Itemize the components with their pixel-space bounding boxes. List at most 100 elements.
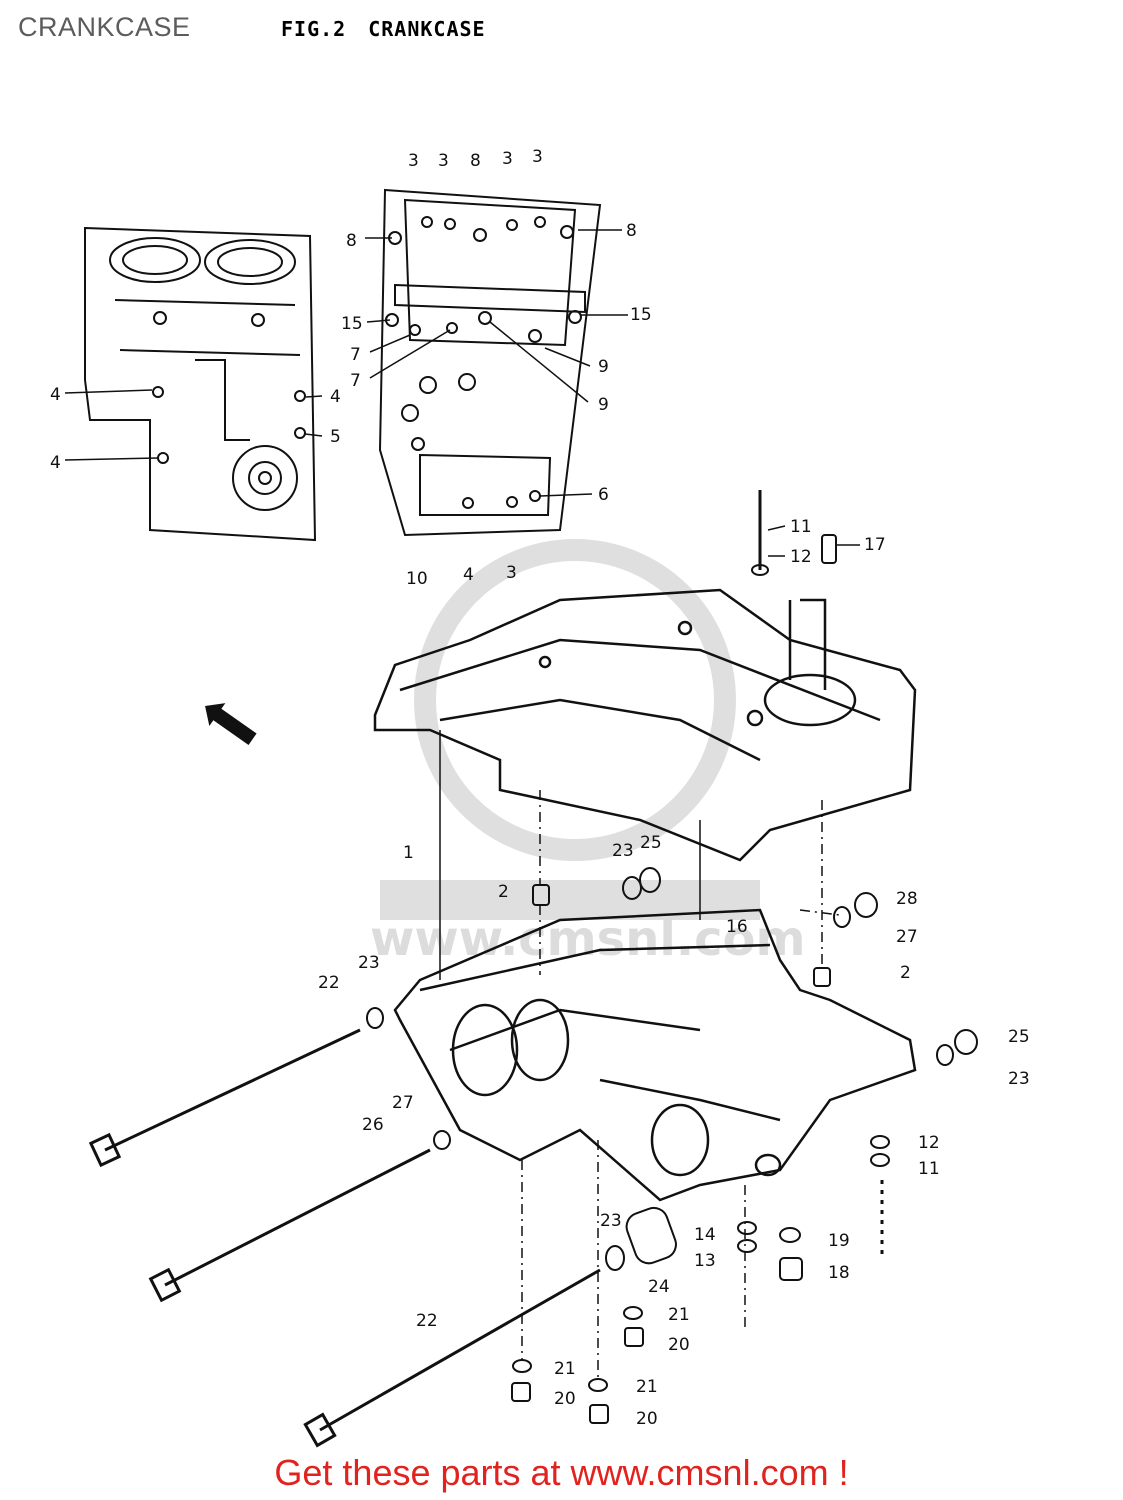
- crankcase-top-view: [378, 188, 602, 537]
- callout-26: 26: [362, 1115, 384, 1135]
- washer-14: [737, 1221, 757, 1235]
- nut-25-right: [954, 1029, 978, 1055]
- washer-27-right: [833, 906, 851, 928]
- callout-8: 8: [470, 151, 481, 171]
- solid-guide-lines: [439, 730, 701, 980]
- callout-3: 3: [408, 151, 419, 171]
- fwd-arrow-icon: [205, 703, 257, 745]
- callout-8: 8: [346, 231, 357, 251]
- washer-23-lower: [605, 1245, 625, 1271]
- washer-27-left: [433, 1130, 451, 1150]
- callout-16: 16: [726, 917, 748, 937]
- callout-21: 21: [554, 1359, 576, 1379]
- callout-5: 5: [330, 427, 341, 447]
- callout-4: 4: [463, 565, 474, 585]
- stud-middle: [164, 1148, 431, 1287]
- callout-4: 4: [50, 385, 61, 405]
- small-parts: [366, 534, 978, 1424]
- figure-number: FIG.2: [281, 17, 347, 41]
- figure-title: FIG.2 CRANKCASE: [281, 17, 486, 41]
- callout-18: 18: [828, 1263, 850, 1283]
- washer-13: [737, 1239, 757, 1253]
- callout-11: 11: [918, 1159, 940, 1179]
- washer-12-top: [751, 564, 769, 576]
- bolt-20-a: [624, 1327, 644, 1347]
- page-title: CRANKCASE: [18, 12, 191, 42]
- callout-24: 24: [648, 1277, 670, 1297]
- callout-4: 4: [330, 387, 341, 407]
- callout-13: 13: [694, 1251, 716, 1271]
- long-bolt-upper: [104, 1028, 361, 1152]
- callout-7: 7: [350, 345, 361, 365]
- callout-28: 28: [896, 889, 918, 909]
- callout-4: 4: [50, 453, 61, 473]
- figure-name: CRANKCASE: [368, 17, 486, 41]
- callout-12: 12: [918, 1133, 940, 1153]
- nut-25-upper: [639, 867, 661, 893]
- callout-23: 23: [358, 953, 380, 973]
- washer-23-upper: [622, 876, 642, 900]
- callout-23: 23: [600, 1211, 622, 1231]
- footer-parts-link[interactable]: Get these parts at www.cmsnl.com !: [274, 1452, 849, 1493]
- callout-2: 2: [498, 882, 509, 902]
- long-bolt-lower: [319, 1268, 601, 1432]
- callout-23: 23: [612, 841, 634, 861]
- plug-18: [779, 1257, 803, 1281]
- callout-27: 27: [392, 1093, 414, 1113]
- callout-6: 6: [598, 485, 609, 505]
- stud-middle-head: [148, 1267, 182, 1303]
- callout-8: 8: [626, 221, 637, 241]
- callout-3: 3: [438, 151, 449, 171]
- callout-3: 3: [506, 563, 517, 583]
- callout-25: 25: [1008, 1027, 1030, 1047]
- washer-21-b: [512, 1359, 532, 1373]
- washer-23-left: [366, 1007, 384, 1029]
- leader-lines: [64, 229, 860, 557]
- lower-crankcase: [393, 908, 917, 1202]
- dowel-2-right: [813, 967, 831, 987]
- callout-3: 3: [502, 149, 513, 169]
- washer-21-c: [588, 1378, 608, 1392]
- crankcase-side-view: [84, 226, 317, 542]
- cms-watermark: [380, 539, 760, 920]
- bolt-head-upper: [88, 1132, 122, 1168]
- callout-2: 2: [900, 963, 911, 983]
- upper-crankcase: [373, 588, 917, 862]
- callout-22: 22: [318, 973, 340, 993]
- callout-17: 17: [864, 535, 886, 555]
- callout-15: 15: [630, 305, 652, 325]
- crankcase-bolts: [88, 490, 884, 1448]
- callout-20: 20: [668, 1335, 690, 1355]
- callout-7: 7: [350, 371, 361, 391]
- callout-20: 20: [554, 1389, 576, 1409]
- callout-21: 21: [668, 1305, 690, 1325]
- bolt-head-lower: [303, 1412, 337, 1448]
- callout-11: 11: [790, 517, 812, 537]
- washer-11-lower: [870, 1153, 890, 1167]
- dowel-17: [821, 534, 837, 564]
- callout-10: 10: [406, 569, 428, 589]
- callout-9: 9: [598, 395, 609, 415]
- dowel-2-left: [532, 884, 550, 906]
- watermark-text: www.cmsnl.com: [370, 911, 806, 967]
- assembly-lines: [521, 790, 841, 1380]
- bolt-20-b: [511, 1382, 531, 1402]
- bolt-20-c: [589, 1404, 609, 1424]
- callout-9: 9: [598, 357, 609, 377]
- washer-23-right: [936, 1044, 954, 1066]
- nut-28: [854, 892, 878, 918]
- sleeve-24: [625, 1206, 677, 1265]
- callout-20: 20: [636, 1409, 658, 1429]
- callout-12: 12: [790, 547, 812, 567]
- callout-25: 25: [640, 833, 662, 853]
- callout-22: 22: [416, 1311, 438, 1331]
- washer-19: [779, 1227, 801, 1243]
- callout-19: 19: [828, 1231, 850, 1251]
- callout-21: 21: [636, 1377, 658, 1397]
- callout-14: 14: [694, 1225, 716, 1245]
- washer-12-lower: [870, 1135, 890, 1149]
- callout-1: 1: [403, 843, 414, 863]
- callout-23: 23: [1008, 1069, 1030, 1089]
- washer-21-a: [623, 1306, 643, 1320]
